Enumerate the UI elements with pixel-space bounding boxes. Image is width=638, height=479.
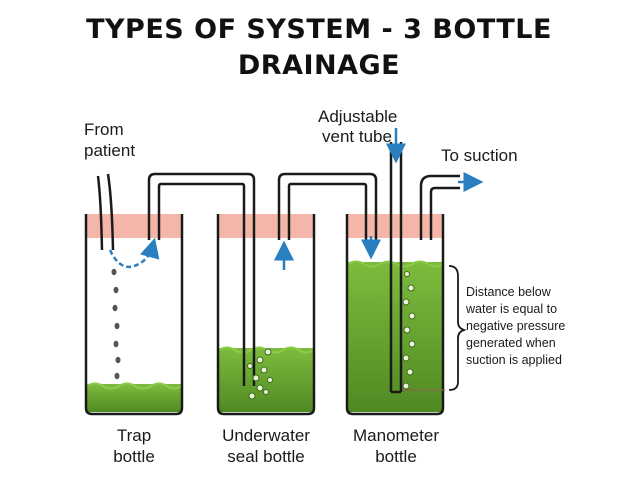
- label-trap: Trap: [117, 426, 151, 445]
- label-patient: patient: [84, 141, 135, 160]
- tubing: [96, 142, 460, 394]
- trap-bottle-outline: [84, 214, 184, 416]
- label-trap-bottle: bottle: [113, 447, 155, 466]
- manometer-bottle-outline: [345, 214, 445, 416]
- suction-tube-inner: [429, 186, 460, 240]
- note-line: generated when: [466, 336, 556, 350]
- seal-stopper: [218, 214, 314, 238]
- bridge-1-outer: [147, 172, 256, 386]
- patient-tube-left: [96, 175, 104, 251]
- flow-arrows: [108, 128, 484, 270]
- slide-title-line-1: TYPES OF SYSTEM - 3 BOTTLE: [86, 14, 552, 45]
- note-line: Distance below: [466, 285, 552, 299]
- note-line: negative pressure: [466, 319, 565, 333]
- label-from: From: [84, 120, 124, 139]
- label-vent-tube: vent tube: [322, 127, 392, 146]
- label-to-suction: To suction: [441, 146, 518, 165]
- manometer-stopper: [347, 214, 443, 238]
- trap-liquid: [87, 384, 181, 412]
- label-underwater: Underwater: [222, 426, 310, 445]
- slide-title-line-2: DRAINAGE: [237, 50, 401, 81]
- suction-tube-outer: [419, 174, 460, 240]
- manometer-bubbles: [402, 271, 416, 390]
- label-manometer: Manometer: [353, 426, 439, 445]
- patient-tube-right: [106, 173, 115, 251]
- label-adjustable: Adjustable: [318, 107, 397, 126]
- bridge-2-outer: [277, 172, 378, 244]
- distance-bracket: [402, 265, 467, 391]
- seal-bottle-outline: [216, 214, 316, 416]
- distance-note: Distance below water is equal to negativ…: [465, 285, 565, 367]
- flow-arrow-trap: [108, 237, 160, 269]
- note-line: water is equal to: [465, 302, 557, 316]
- label-manometer-bottle: bottle: [375, 447, 417, 466]
- underwater-seal-bottle: [216, 214, 316, 416]
- note-line: suction is applied: [466, 353, 562, 367]
- bridge-2-inner: [287, 182, 368, 244]
- drainage-drops: [111, 268, 121, 380]
- bridge-1-inner: [157, 182, 246, 386]
- trap-bottle: [84, 214, 184, 416]
- seal-liquid: [219, 348, 313, 412]
- label-seal-bottle: seal bottle: [227, 447, 305, 466]
- seal-bubbles: [247, 348, 273, 400]
- manometer-liquid: [348, 262, 442, 412]
- manometer-bottle: [345, 214, 445, 416]
